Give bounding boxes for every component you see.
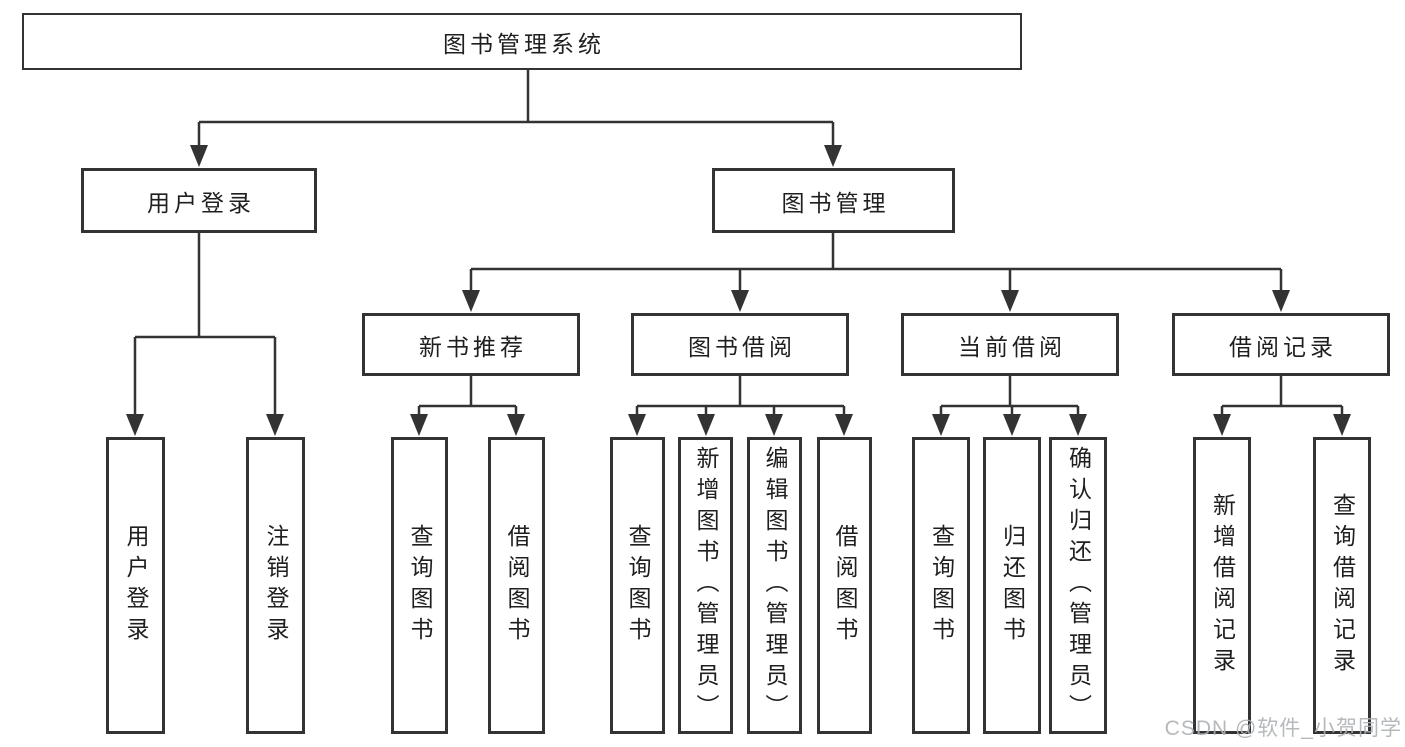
node-current-borrowing: 当前借阅 [901, 313, 1119, 376]
leaf-query-borrow-record: 查询借阅记录 [1313, 437, 1371, 734]
leaf-user-login: 用户登录 [106, 437, 165, 734]
node-book-management: 图书管理 [712, 168, 955, 233]
leaf-borrow-books: 借阅图书 [817, 437, 872, 734]
leaf-label: 归还图书 [999, 523, 1026, 648]
leaf-label: 确认归还（管理员） [1065, 446, 1092, 725]
leaf-logout: 注销登录 [246, 437, 305, 734]
leaf-query-books-current: 查询图书 [912, 437, 970, 734]
node-label: 借阅记录 [1229, 333, 1337, 360]
csdn-watermark: CSDN @软件_小贺同学 [1164, 717, 1402, 740]
leaf-label: 新增图书（管理员） [693, 446, 719, 725]
leaf-label: 编辑图书（管理员） [762, 446, 788, 725]
leaf-label: 注销登录 [263, 523, 289, 648]
leaf-confirm-return-admin: 确认归还（管理员） [1049, 437, 1107, 734]
node-user-login: 用户登录 [81, 168, 317, 233]
node-label: 图书管理系统 [443, 30, 605, 57]
node-new-book-recommendation: 新书推荐 [362, 313, 580, 376]
node-label: 用户登录 [147, 189, 255, 216]
leaf-label: 新增借阅记录 [1209, 492, 1236, 679]
node-label: 当前借阅 [958, 333, 1066, 360]
leaf-label: 借阅图书 [504, 523, 530, 648]
leaf-edit-books-admin: 编辑图书（管理员） [747, 437, 802, 734]
leaf-add-borrow-record: 新增借阅记录 [1193, 437, 1251, 734]
node-label: 图书借阅 [688, 333, 796, 360]
arrowheads [126, 145, 1351, 436]
node-borrow-records: 借阅记录 [1172, 313, 1390, 376]
node-label: 新书推荐 [419, 333, 527, 360]
node-label: 图书管理 [781, 189, 890, 216]
leaf-return-books: 归还图书 [983, 437, 1041, 734]
leaf-label: 借阅图书 [832, 523, 858, 648]
node-book-borrowing: 图书借阅 [631, 313, 849, 376]
leaf-query-books-recommend: 查询图书 [391, 437, 448, 734]
leaf-label: 查询借阅记录 [1329, 492, 1356, 679]
node-library-management-system: 图书管理系统 [22, 13, 1022, 70]
leaf-label: 查询图书 [625, 523, 651, 648]
leaf-query-books-borrowing: 查询图书 [610, 437, 665, 734]
leaf-borrow-books-recommend: 借阅图书 [488, 437, 545, 734]
leaf-label: 用户登录 [123, 523, 149, 648]
leaf-add-books-admin: 新增图书（管理员） [678, 437, 733, 734]
leaf-label: 查询图书 [407, 523, 433, 648]
leaf-label: 查询图书 [928, 523, 955, 648]
